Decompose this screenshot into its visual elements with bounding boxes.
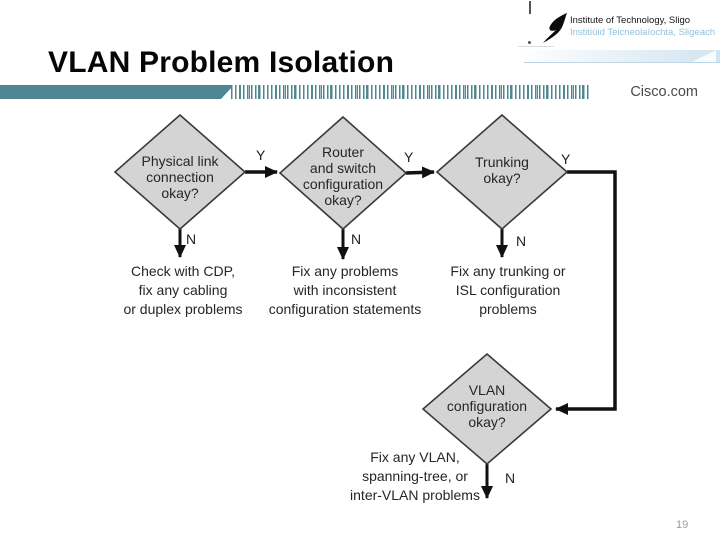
decision-label-vlan-config: VLAN configuration okay? [446,382,528,430]
branch-label-yes-1: Y [256,147,266,163]
branch-label-no-2: N [351,231,362,247]
branch-label-no-1: N [186,231,197,247]
institute-name-irish: Institiúid Teicneolaíochta, Sligeach [570,27,716,38]
action-label-fix-trunking-isl: Fix any trunking or ISL configuration pr… [450,263,566,317]
header-rule-stripes [231,85,591,99]
decision-router-switch-diamond [278,115,408,231]
decision-label-router-switch: Router and switch configuration okay? [302,144,384,208]
logo-dot [528,41,531,44]
page-number: 19 [676,519,689,531]
header-rule-solid [0,85,234,99]
branch-label-yes-3: Y [561,151,571,167]
action-label-check-cdp: Check with CDP, fix any cabling or duple… [123,263,243,317]
institute-name-english: Institute of Technology, Sligo [570,15,691,26]
branch-label-no-3: N [516,233,527,249]
decision-vlan-config-diamond [421,352,553,466]
logo-gradient-bar [524,50,720,63]
decision-physical-link-diamond [113,113,247,231]
action-label-fix-vlan: Fix any VLAN, spanning-tree, or inter-VL… [350,449,480,503]
branch-label-yes-2: Y [404,149,414,165]
branch-label-no-4: N [505,470,516,486]
connector-trunking-yes-elbow [555,170,617,415]
cisco-brand-label: Cisco.com [630,84,698,100]
logo-tick-mark [529,1,531,14]
decision-label-trunking: Trunking okay? [475,154,529,186]
logo-underline [518,46,554,47]
swoosh-icon [543,13,567,43]
decision-label-physical-link: Physical link connection okay? [141,153,219,201]
connector-router-yes [405,166,435,179]
action-label-fix-inconsistent-config: Fix any problems with inconsistent confi… [268,263,422,317]
decision-trunking-diamond [435,113,569,231]
page-title: VLAN Problem Isolation [48,46,395,79]
